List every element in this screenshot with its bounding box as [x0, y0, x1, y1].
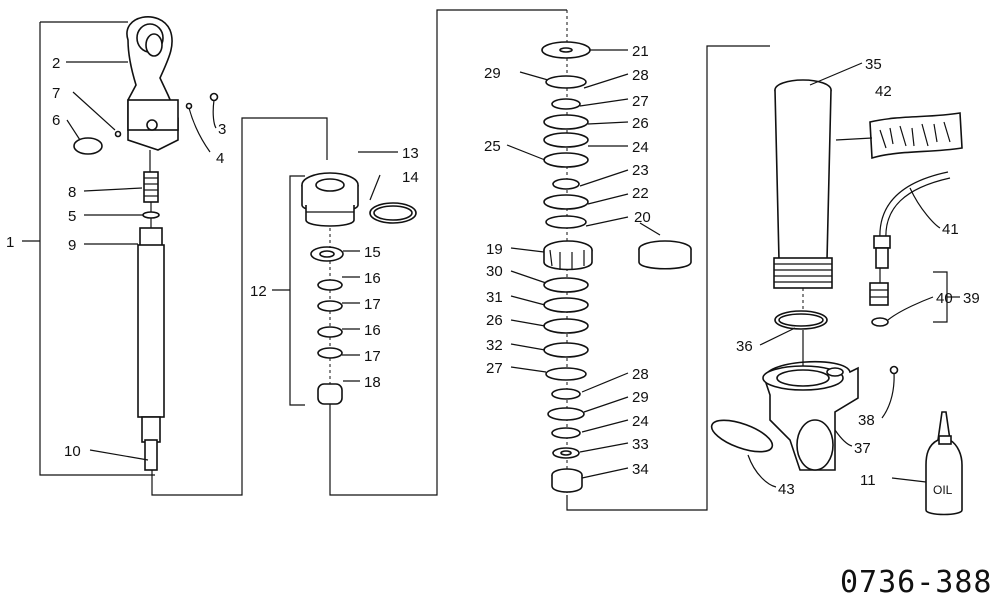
callout-c22: 22 — [632, 185, 649, 202]
o-ring-inner — [373, 205, 413, 221]
rod-eye — [126, 16, 179, 151]
callout-c43: 43 — [778, 481, 795, 498]
label-sticker — [869, 112, 963, 160]
ball — [209, 92, 219, 102]
callout-c36: 36 — [736, 338, 753, 355]
ball — [889, 365, 899, 375]
callout-c34: 34 — [632, 461, 649, 478]
bushing — [317, 383, 343, 405]
callout-c29b: 29 — [632, 389, 649, 406]
washer-stack-upper — [541, 41, 591, 229]
cylinder-tube — [773, 79, 833, 289]
callout-c42: 42 — [875, 83, 892, 100]
callout-c37: 37 — [854, 440, 871, 457]
callout-c39: 39 — [963, 290, 980, 307]
callout-c11: 11 — [860, 472, 876, 489]
callout-c29a: 29 — [484, 65, 501, 82]
cap-nut-34 — [551, 468, 583, 493]
callout-c9: 9 — [68, 237, 76, 254]
callout-labels: 1234567891011121314151617161718192021222… — [6, 43, 980, 498]
seal-ring — [317, 300, 343, 312]
small-ball — [185, 102, 193, 110]
callout-c21: 21 — [632, 43, 649, 60]
callout-c30: 30 — [486, 263, 503, 280]
callout-c16a: 16 — [364, 270, 381, 287]
callout-c40: 40 — [936, 290, 953, 307]
callout-c38: 38 — [858, 412, 875, 429]
callout-c15: 15 — [364, 244, 381, 261]
callout-c31: 31 — [486, 289, 503, 306]
gland-nut — [301, 172, 359, 227]
callout-c32: 32 — [486, 337, 503, 354]
callout-c26b: 26 — [486, 312, 503, 329]
callout-c20: 20 — [634, 209, 651, 226]
grease-fitting — [143, 171, 159, 203]
group-bracket-1 — [22, 21, 155, 476]
seal-ring — [317, 347, 343, 359]
callout-c25: 25 — [484, 138, 501, 155]
seal-ring — [317, 279, 343, 291]
callout-c24b: 24 — [632, 413, 649, 430]
nut-33 — [552, 447, 580, 459]
callout-c7: 7 — [52, 85, 60, 102]
callout-c16b: 16 — [364, 322, 381, 339]
hose — [879, 171, 949, 241]
callout-c19: 19 — [486, 241, 503, 258]
callout-c1: 1 — [6, 234, 14, 251]
callout-c3: 3 — [218, 121, 226, 138]
cap-disc — [73, 137, 103, 155]
oil-bottle-label: OIL — [933, 483, 953, 497]
callout-c17b: 17 — [364, 348, 381, 365]
callout-c28b: 28 — [632, 366, 649, 383]
callout-c4: 4 — [216, 150, 224, 167]
name-plate — [710, 419, 774, 453]
base-mount — [762, 360, 859, 471]
washer — [142, 211, 160, 219]
callout-c2: 2 — [52, 55, 60, 72]
callout-c35: 35 — [865, 56, 882, 73]
callout-c27a: 27 — [632, 93, 649, 110]
oil-bottle: OIL — [925, 411, 963, 516]
figure-code: 0736-388 — [840, 565, 993, 600]
union-fitting — [869, 282, 889, 327]
callout-c18: 18 — [364, 374, 381, 391]
callout-c26a: 26 — [632, 115, 649, 132]
callout-c12: 12 — [250, 283, 267, 300]
callout-c14: 14 — [402, 169, 419, 186]
callout-c28a: 28 — [632, 67, 649, 84]
callout-c24a: 24 — [632, 139, 649, 156]
callout-c10: 10 — [64, 443, 81, 460]
callout-c23: 23 — [632, 162, 649, 179]
callout-c6: 6 — [52, 112, 60, 129]
callout-c27b: 27 — [486, 360, 503, 377]
callout-c33: 33 — [632, 436, 649, 453]
callout-c17a: 17 — [364, 296, 381, 313]
seal-ring — [317, 326, 343, 338]
piston — [543, 240, 593, 271]
callout-c41: 41 — [942, 221, 959, 238]
callout-c8: 8 — [68, 184, 76, 201]
callout-c5: 5 — [68, 208, 76, 225]
small-ball — [114, 130, 122, 138]
piston-ring-band — [638, 240, 692, 270]
callout-c13: 13 — [402, 145, 419, 162]
hose-fitting — [873, 235, 891, 269]
piston-rod — [137, 227, 165, 471]
washer-stack-lower — [543, 277, 589, 439]
